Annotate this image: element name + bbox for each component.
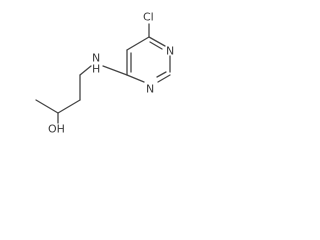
ring-nitrogen-bottom-label: N xyxy=(146,83,154,96)
amine-hydrogen-label: H xyxy=(92,63,100,76)
bond-c3-methyl xyxy=(35,99,59,114)
hydroxyl-group-label: OH xyxy=(48,123,65,136)
bond-c6-n1-double xyxy=(149,41,163,50)
pyrimidine-ring xyxy=(126,23,171,83)
bond-nh-c1 xyxy=(79,65,92,76)
chlorine-atom-label: Cl xyxy=(143,11,154,24)
chemical-structure: Cl N N N H OH xyxy=(35,11,174,136)
bond-c6-n1 xyxy=(148,36,166,47)
bond-c4-nh xyxy=(102,65,128,76)
bond-c2-c3 xyxy=(57,99,81,114)
bond-n3-c4 xyxy=(126,74,145,83)
bond-c2-n3 xyxy=(157,74,171,83)
amine-nitrogen-label: N xyxy=(92,52,100,65)
bond-c5-c6 xyxy=(126,36,150,51)
bond-c2-n3-double xyxy=(156,71,167,78)
ring-nitrogen-top-label: N xyxy=(166,45,174,58)
side-chain xyxy=(35,65,128,124)
